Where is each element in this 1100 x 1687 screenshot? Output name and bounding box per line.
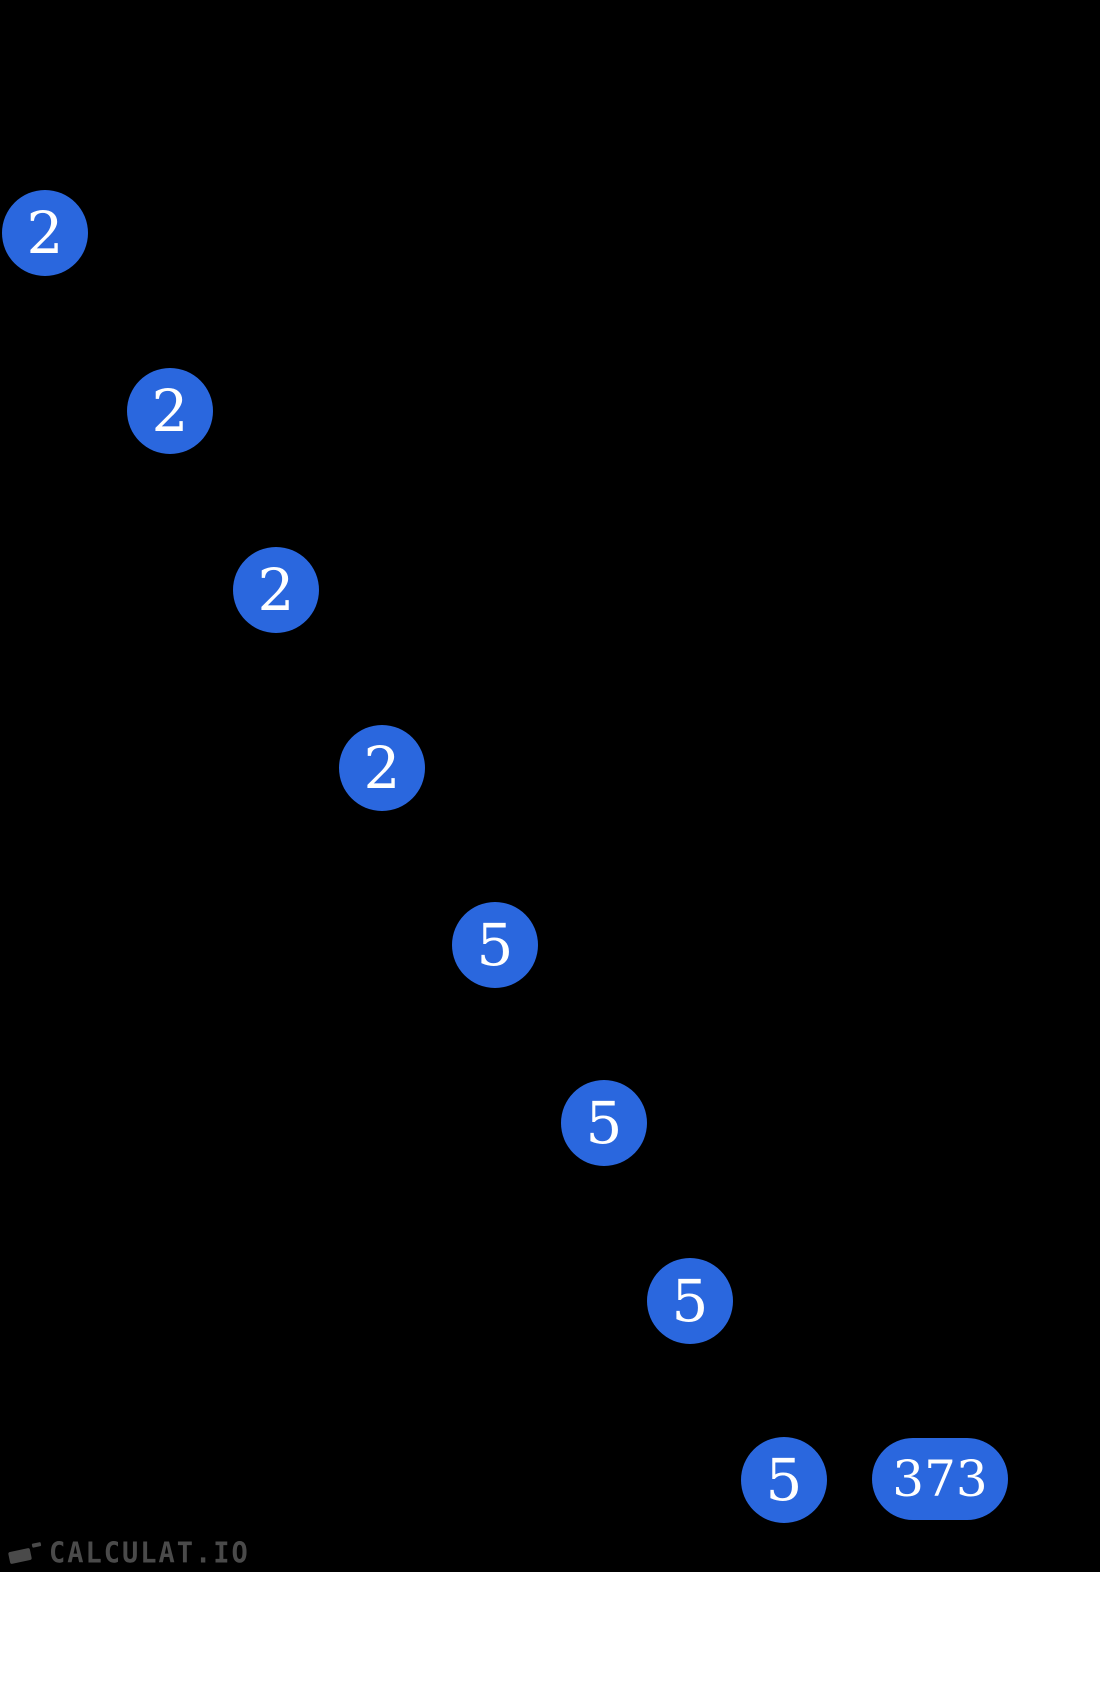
- prime-factor-node: 5: [647, 1258, 733, 1344]
- prime-factor-value: 2: [151, 377, 189, 445]
- prime-factor-value: 2: [26, 199, 64, 267]
- prime-factor-node: 2: [233, 547, 319, 633]
- prime-factor-value: 5: [476, 911, 514, 979]
- prime-factor-value: 5: [765, 1446, 803, 1514]
- remainder-value: 373: [892, 1450, 988, 1508]
- calculatio-logo-icon: [8, 1541, 42, 1565]
- factor-tree-canvas: 2 2 2 2 5 5 5 5 373: [0, 0, 1100, 1572]
- prime-factor-node: 5: [741, 1437, 827, 1523]
- prime-factor-node: 2: [127, 368, 213, 454]
- bottom-whitespace: [0, 1572, 1100, 1687]
- prime-factor-value: 5: [585, 1089, 623, 1157]
- calculatio-logo-text: CALCULAT.IO: [49, 1536, 250, 1570]
- calculatio-logo: CALCULAT.IO: [8, 1537, 250, 1569]
- prime-factor-value: 2: [363, 734, 401, 802]
- prime-factor-value: 2: [257, 556, 295, 624]
- prime-factor-value: 5: [671, 1267, 709, 1335]
- prime-factor-node: 2: [339, 725, 425, 811]
- prime-factor-node: 2: [2, 190, 88, 276]
- prime-factor-node: 5: [561, 1080, 647, 1166]
- remainder-node: 373: [872, 1438, 1008, 1520]
- prime-factor-node: 5: [452, 902, 538, 988]
